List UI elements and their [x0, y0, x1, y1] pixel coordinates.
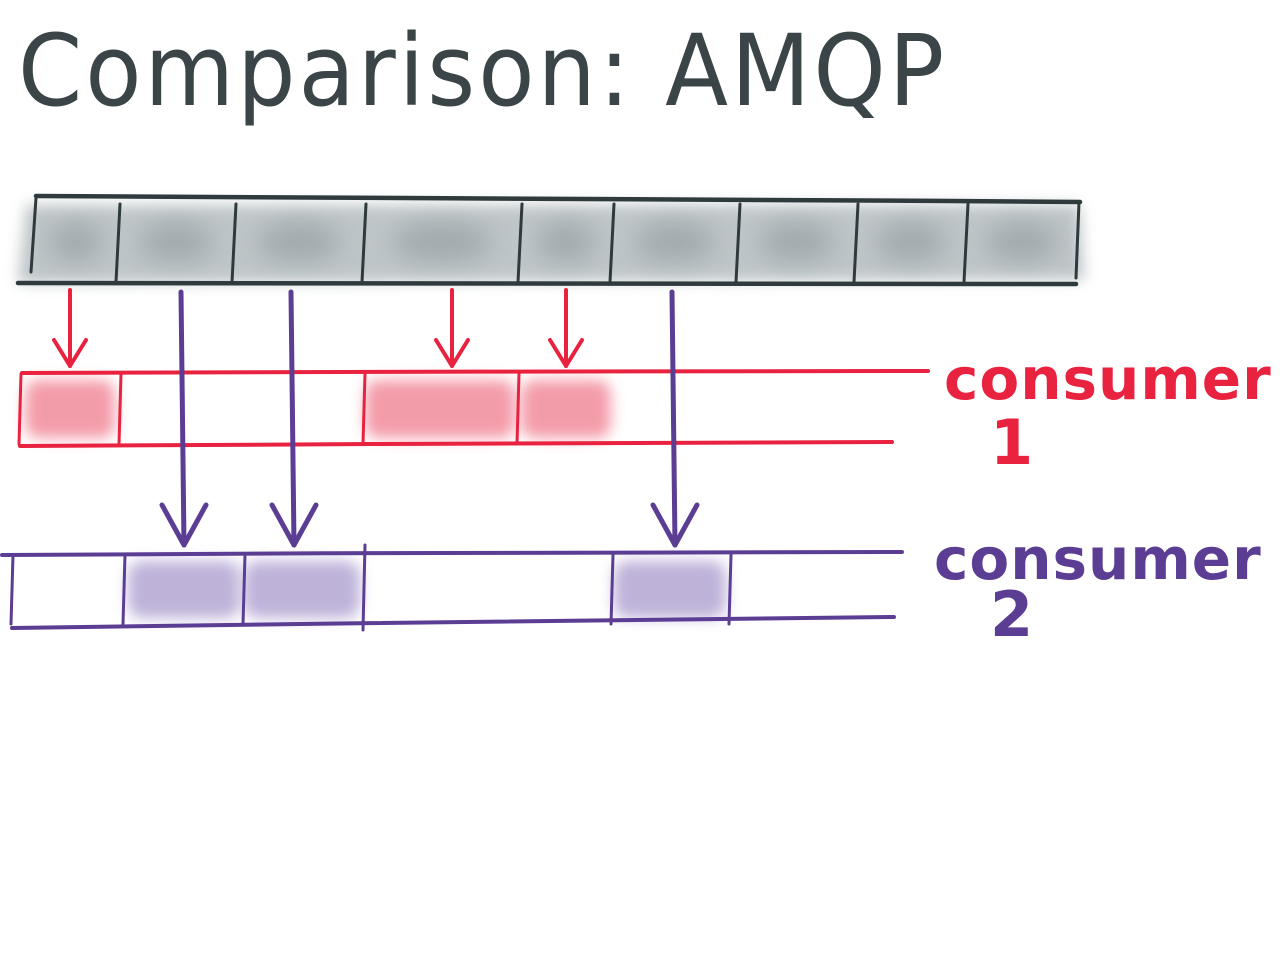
queue-divider [608, 202, 616, 284]
consumer-1-lane-bottom [18, 440, 894, 448]
queue-top-edge [33, 193, 1083, 205]
queue-divider [360, 202, 368, 284]
queue-message [536, 222, 596, 262]
consumer-1-lane [17, 369, 930, 448]
consumer-1-divider [361, 372, 367, 446]
consumer-2-dividers [9, 543, 733, 632]
consumer-1-label: consumer [944, 345, 1272, 413]
queue-left-edge [29, 196, 38, 274]
message-queue [15, 193, 1084, 287]
consumer-1-received-cells [25, 380, 611, 438]
queue-message [634, 222, 716, 262]
consumer-2-label: consumer [934, 525, 1262, 593]
consumer-2-divider [121, 553, 127, 626]
consumer-2-received-cells [128, 561, 726, 618]
consumer-1-received-message [25, 380, 115, 438]
consumer-2-arrow [669, 289, 678, 548]
consumer-1-received-message [521, 380, 611, 438]
consumer-1-delivery-arrows [52, 288, 584, 368]
consumer-2-divider [727, 553, 733, 626]
consumer-2-divider [9, 553, 15, 626]
consumer-2-lane [0, 543, 904, 632]
consumer-1-number: 1 [990, 406, 1034, 479]
page-title: Comparison: AMQP [18, 13, 948, 129]
consumer-1-divider [117, 372, 123, 446]
consumer-2-delivery-arrows [159, 289, 700, 548]
consumer-2-number: 2 [990, 578, 1034, 651]
queue-divider [852, 202, 860, 284]
consumer-1-dividers [17, 372, 521, 446]
queue-divider [516, 202, 524, 284]
queue-message [392, 222, 492, 262]
consumer-2-arrowhead [269, 502, 319, 548]
consumer-2-divider [241, 553, 247, 626]
consumer-1-arrowhead [548, 338, 584, 368]
queue-divider [734, 202, 742, 284]
consumer-2-arrow [288, 289, 297, 548]
consumer-2-arrow [178, 289, 187, 548]
consumer-2-received-message [244, 561, 360, 618]
queue-divider [230, 202, 238, 284]
consumer-2-lane-top [0, 550, 904, 557]
queue-dividers [114, 202, 970, 284]
consumer-1-divider [17, 372, 23, 446]
consumer-1-lane-top [20, 369, 930, 375]
queue-message [138, 222, 214, 262]
consumer-1-divider [515, 372, 521, 446]
queue-bottom-edge [15, 280, 1079, 287]
consumer-2-arrowhead [159, 502, 209, 548]
queue-message [759, 222, 835, 262]
queue-divider [114, 202, 122, 284]
queue-message [986, 222, 1058, 262]
consumer-2-arrowhead [650, 502, 700, 548]
consumer-1-received-message [365, 380, 515, 438]
queue-divider [962, 202, 970, 284]
queue-right-edge [1074, 200, 1081, 280]
consumer-1-arrowhead [434, 338, 470, 368]
queue-message [49, 222, 103, 262]
queue-message [875, 222, 947, 262]
consumer-2-lane-bottom [10, 615, 896, 630]
consumer-2-received-message [614, 561, 726, 618]
queue-message [257, 222, 341, 262]
consumer-1-arrowhead [52, 338, 88, 368]
consumer-2-divider [609, 553, 615, 626]
consumer-2-received-message [128, 561, 240, 618]
consumer-2-divider [361, 543, 367, 632]
